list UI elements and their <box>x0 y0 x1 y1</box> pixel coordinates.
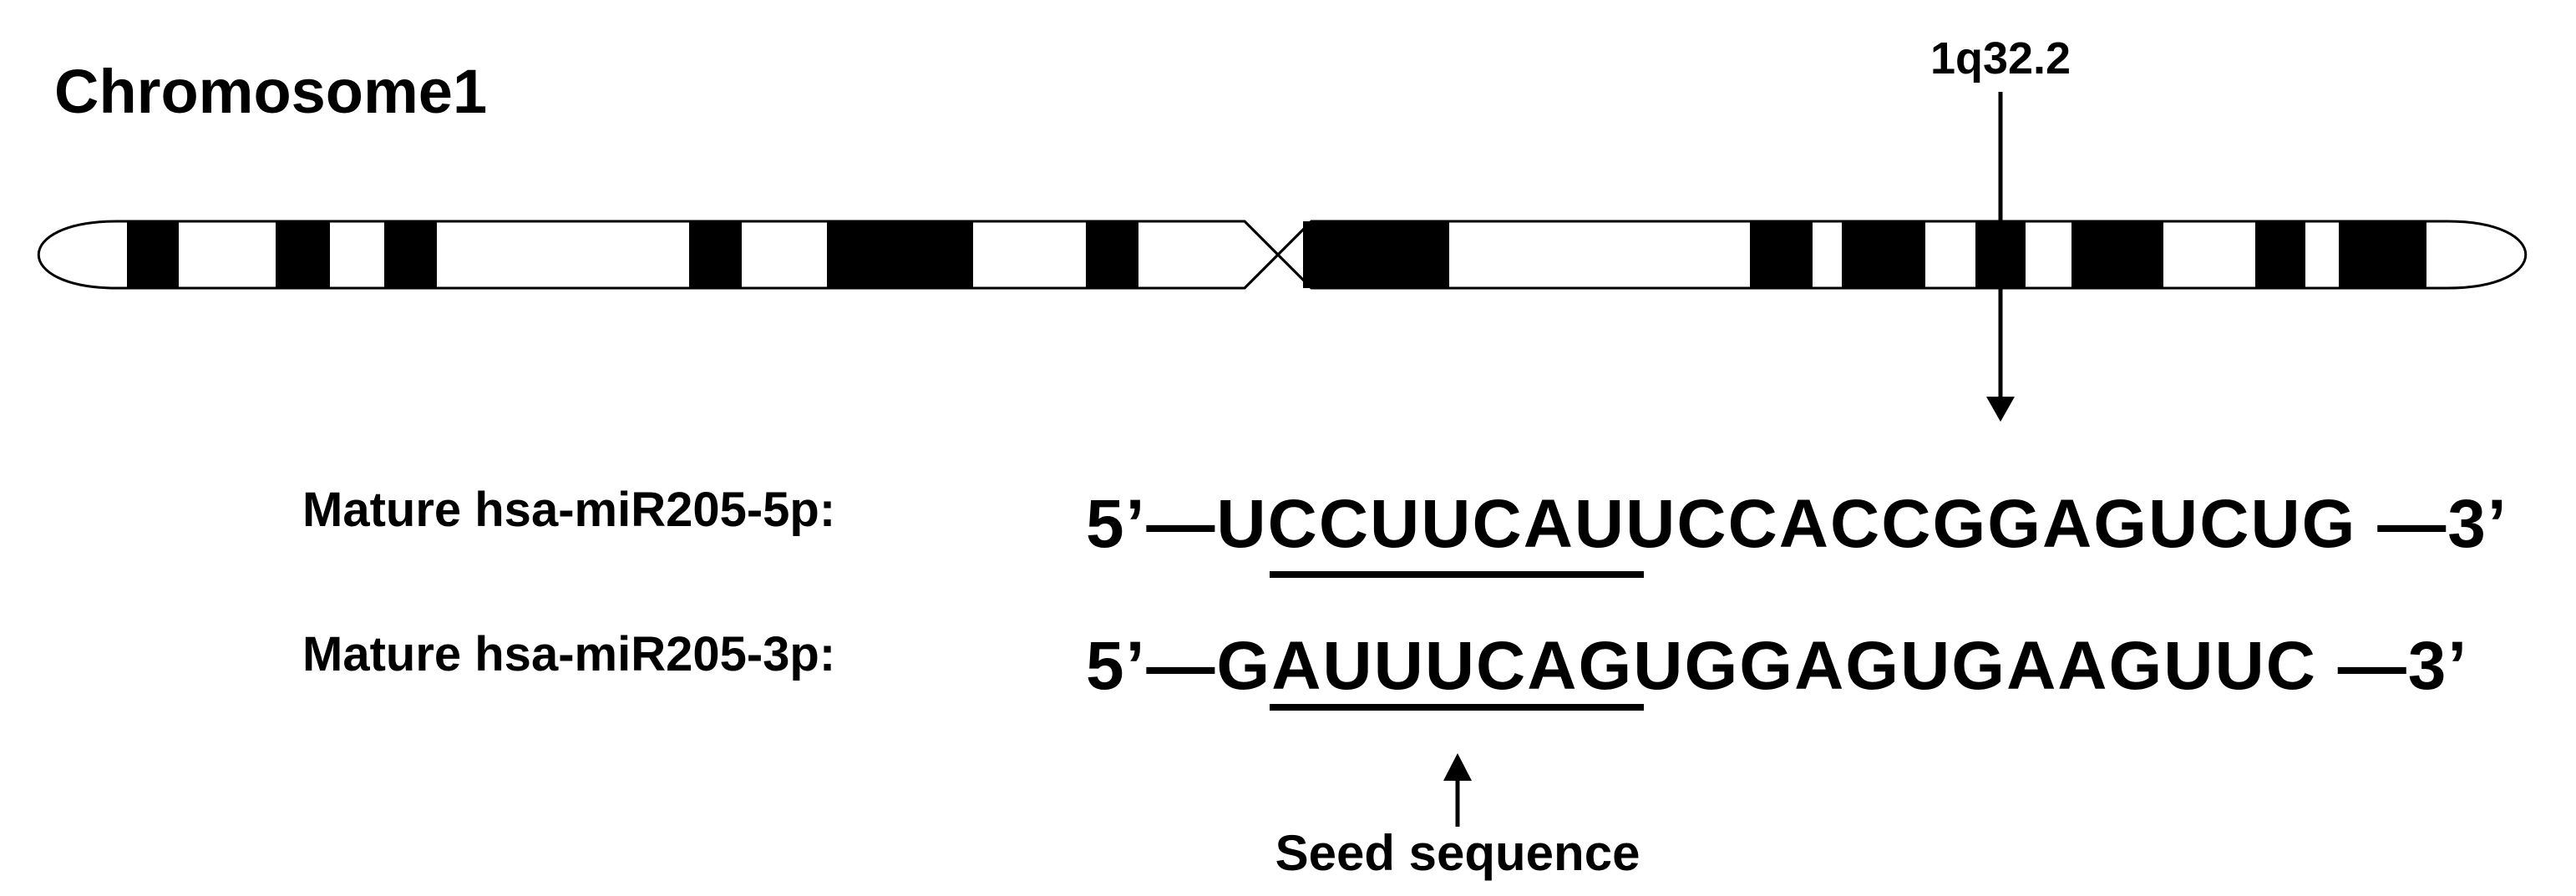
chromosome-band <box>2339 221 2426 288</box>
locus-label: 1q32.2 <box>1930 33 2071 84</box>
first-nucleotide: U <box>1216 486 1267 562</box>
chromosome-band <box>1750 221 1813 288</box>
locus-arrow-head <box>1986 397 2015 422</box>
chromosome-band <box>127 221 179 288</box>
remaining-nucleotides: UCCACCGGAGUCUG <box>1625 486 2356 562</box>
five-prime-end: 5’ <box>1086 486 1146 562</box>
sequence-label-5p: Mature hsa-miR205-5p: <box>302 483 835 537</box>
chromosome-band <box>384 221 437 288</box>
chromosome-band <box>1842 221 1925 288</box>
centromere-line <box>1243 220 1313 290</box>
chromosome-band <box>689 221 742 288</box>
seed-sequence-label: Seed sequence <box>1275 825 1640 881</box>
seed-region: AUUUCAG <box>1271 628 1633 704</box>
sequence-label-3p: Mature hsa-miR205-3p: <box>302 627 835 681</box>
chromosome-band <box>1303 221 1449 288</box>
bond-dash: — <box>1146 628 1216 704</box>
bond-dash: — <box>1146 486 1216 562</box>
chromosome-band <box>1086 221 1138 288</box>
diagram-title: Chromosome1 <box>54 57 487 126</box>
chromosome-band <box>2255 221 2305 288</box>
remaining-nucleotides: UGGAGUGAAGUUC <box>1633 628 2317 704</box>
chromosome-band <box>276 221 330 288</box>
three-prime-end: 3’ <box>2447 486 2508 562</box>
five-prime-end: 5’ <box>1086 628 1146 704</box>
chromosome-band <box>2071 221 2163 288</box>
sequence-3p: 5’—GAUUUCAGUGGAGUGAAGUUC —3’ <box>1086 628 2468 704</box>
bond-dash: — <box>2317 628 2408 704</box>
bond-dash: — <box>2356 486 2447 562</box>
first-nucleotide: G <box>1216 628 1271 704</box>
seed-arrow-head <box>1443 753 1472 781</box>
seed-region: CCUUCAU <box>1268 486 1626 562</box>
chromosome-band <box>827 221 973 288</box>
chromosome-ideogram <box>38 220 2527 290</box>
sequence-5p: 5’—UCCUUCAUUCCACCGGAGUCUG —3’ <box>1086 486 2508 562</box>
three-prime-end: 3’ <box>2408 628 2468 704</box>
